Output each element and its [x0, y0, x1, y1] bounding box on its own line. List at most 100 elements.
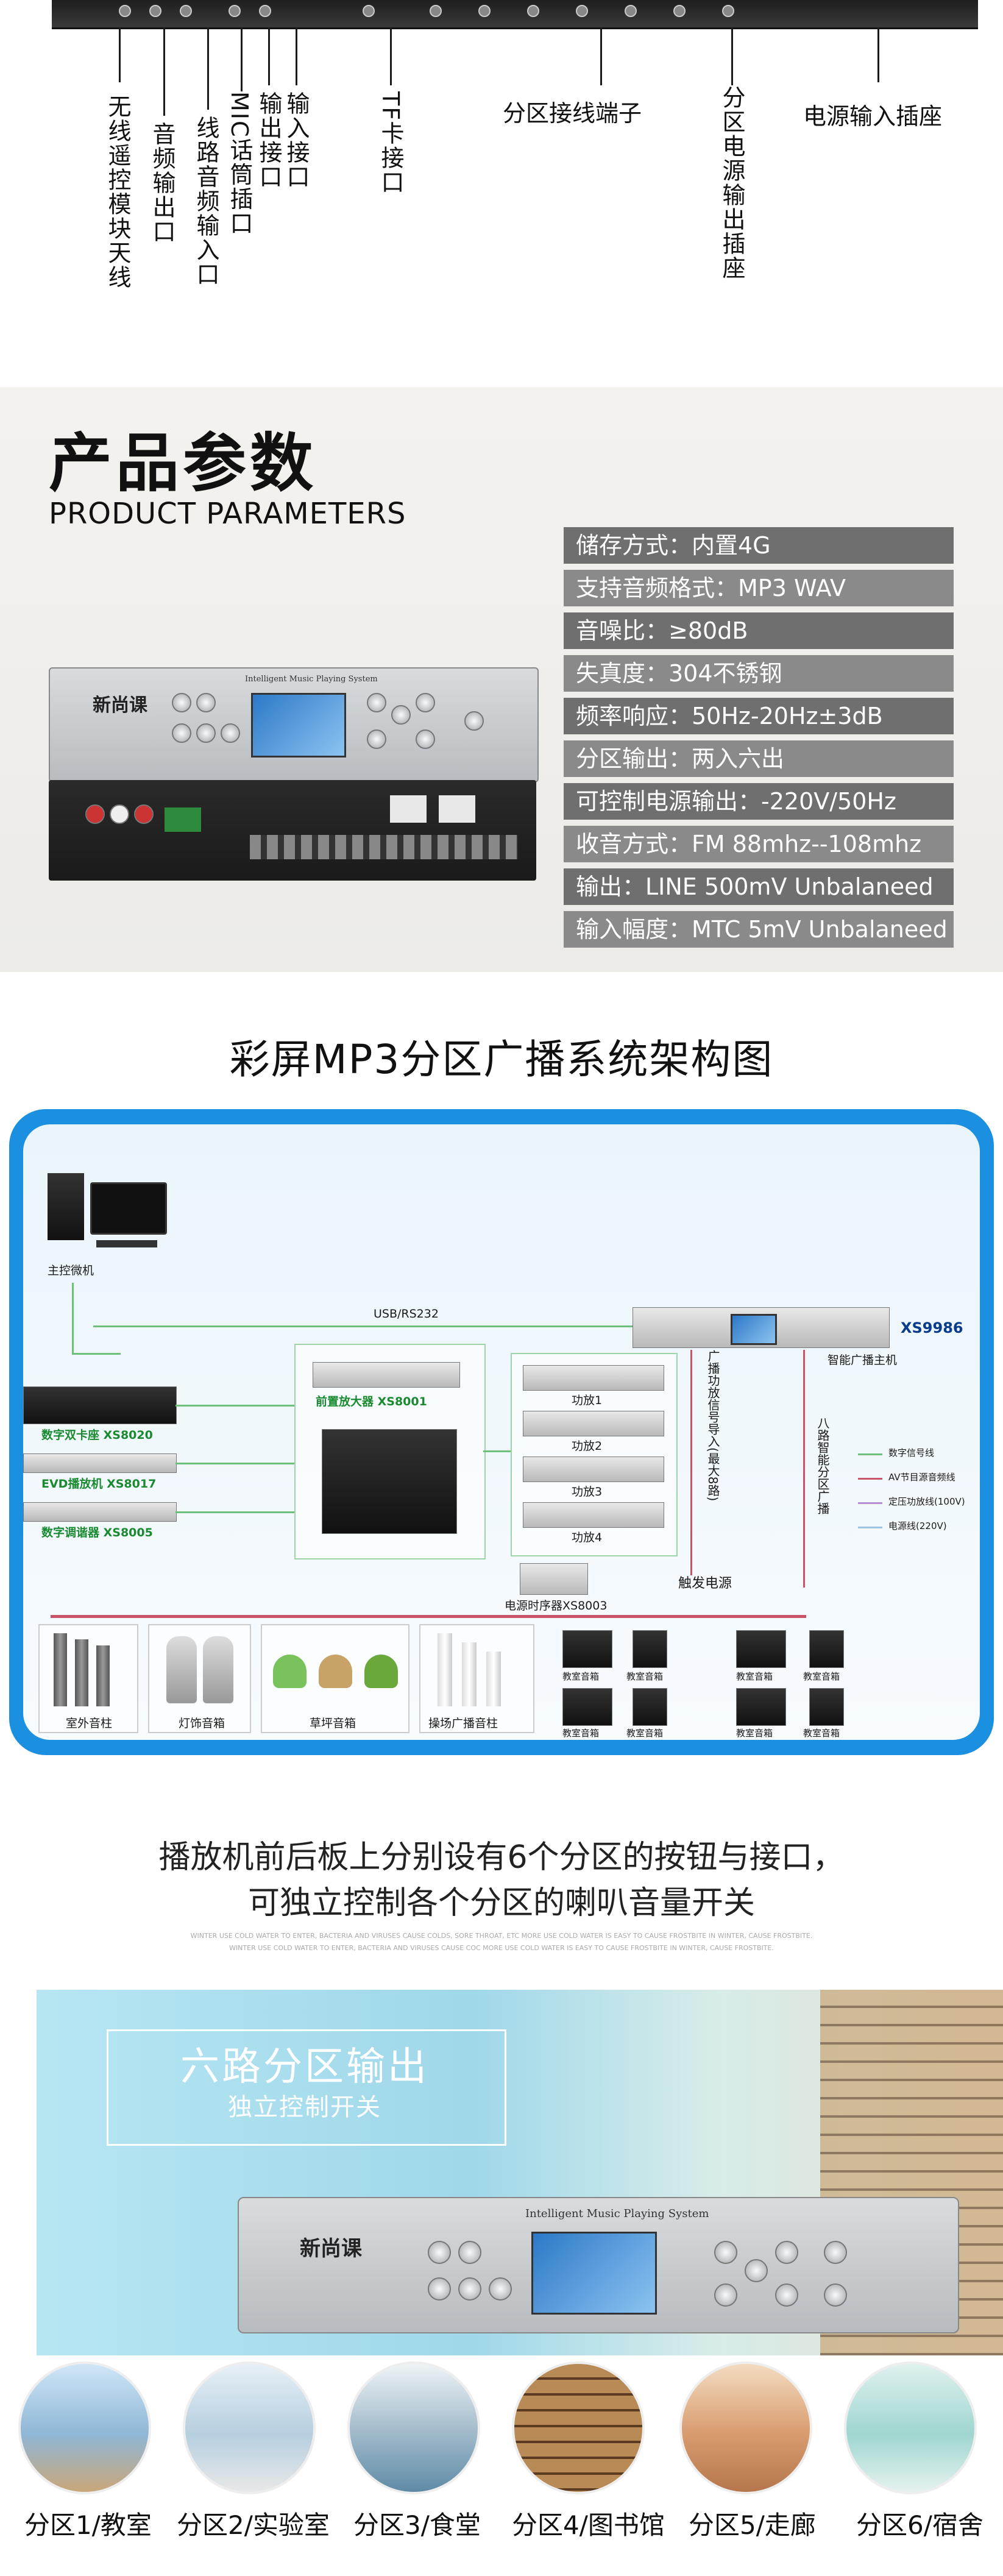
preamp-icon [313, 1362, 460, 1388]
zone-image-canteen [347, 2361, 480, 2494]
param-row: 收音方式：FM 88mhz--108mhz [564, 826, 954, 862]
classroom-speaker-icon [809, 1688, 844, 1726]
product-parameters-section: 产品参数 PRODUCT PARAMETERS 新尚课 Intelligent … [0, 387, 1003, 972]
callout-line [241, 27, 243, 91]
speaker-group-box [148, 1624, 251, 1733]
callout-line [268, 27, 270, 85]
rca-jack-icon [134, 804, 154, 824]
label-classroom-speaker: 教室音箱 [562, 1728, 600, 1739]
label-trigger-power: 触发电源 [678, 1576, 732, 1591]
zone-label: 分区1/教室 [24, 2510, 152, 2540]
rca-jack-icon [85, 804, 105, 824]
port-icon [625, 5, 637, 17]
connection-line [72, 1353, 121, 1355]
column-speaker-icon [486, 1652, 501, 1706]
knob-icon [416, 729, 435, 749]
knob-icon [416, 693, 435, 712]
section-title: 产品参数 [49, 426, 317, 500]
connection-line [690, 1350, 692, 1575]
knob-icon [172, 723, 191, 743]
banner-subtitle: 独立控制开关 [228, 2093, 381, 2121]
param-row: 可控制电源输出：-220V/50Hz [564, 783, 954, 820]
callout-line [163, 27, 165, 116]
lcd-screen [731, 1314, 777, 1345]
label-power-input: 电源输入插座 [803, 103, 943, 130]
legend-swatch [858, 1478, 882, 1480]
knob-icon [714, 2241, 737, 2264]
legend-swatch [858, 1453, 882, 1455]
connector-callout-section: 无线遥控模块天线 音频输出口 线路音频输入口 MIC话筒插口 输出接口 输入接口… [0, 0, 1003, 387]
param-row: 支持音频格式：MP3 WAV [564, 570, 954, 606]
label-speaker-type: 操场广播音柱 [428, 1717, 498, 1730]
label-main-unit-model: XS9986 [901, 1319, 963, 1336]
connection-line [93, 1325, 812, 1327]
label-classroom-speaker: 教室音箱 [626, 1671, 664, 1682]
architecture-diagram: 主控微机 USB/RS232 XS9986 智能广播主机 数字双卡座 XS802… [23, 1124, 980, 1740]
knob-icon [428, 2277, 451, 2301]
knob-icon [367, 729, 386, 749]
power-outlet-icon [439, 795, 475, 823]
label-mic-input: MIC话筒插口 [226, 91, 253, 236]
lawn-speaker-icon [319, 1655, 352, 1688]
knob-icon [775, 2283, 798, 2307]
callout-line [390, 27, 392, 85]
label-usb: USB/RS232 [374, 1307, 439, 1321]
zone-terminal-strip [250, 835, 518, 859]
port-icon [229, 5, 241, 17]
caption-line: 播放机前后板上分别设有6个分区的按钮与接口， [158, 1839, 845, 1876]
param-row: 音噪比：≥80dB [564, 612, 954, 649]
amp-icon [523, 1365, 664, 1391]
lawn-speaker-icon [364, 1655, 398, 1688]
zone-image-corridor [679, 2361, 812, 2494]
pc-tower-icon [48, 1173, 84, 1240]
label-line-input: 线路音频输入口 [193, 116, 219, 286]
section-title: 彩屏MP3分区广播系统架构图 [229, 1036, 774, 1083]
label-audio-output: 音频输出口 [149, 122, 175, 244]
lamp-speaker-icon [203, 1636, 233, 1703]
column-speaker-icon [96, 1645, 110, 1706]
knob-icon [172, 693, 191, 712]
classroom-speaker-icon [736, 1630, 786, 1668]
column-speaker-icon [438, 1633, 452, 1706]
legend-swatch [858, 1527, 882, 1528]
zone-image-classroom [18, 2361, 151, 2494]
banner-title: 六路分区输出 [180, 2045, 429, 2090]
label-classroom-speaker: 教室音箱 [626, 1728, 664, 1739]
zone-image-library [512, 2361, 645, 2494]
device-rear-panel [49, 780, 536, 881]
amp-icon [523, 1502, 664, 1528]
port-icon [430, 5, 442, 17]
label-tuner: 数字调谐器 XS8005 [41, 1526, 153, 1539]
classroom-speaker-icon [736, 1688, 786, 1726]
port-icon [673, 5, 686, 17]
callout-line [207, 27, 209, 110]
monitor-icon [90, 1182, 167, 1235]
label-classroom-speaker: 教室音箱 [736, 1671, 773, 1682]
knob-icon [775, 2241, 798, 2264]
tuner-icon [23, 1502, 177, 1522]
power-outlet-icon [390, 795, 427, 823]
knob-icon [428, 2241, 451, 2264]
connection-line [72, 1283, 74, 1353]
callout-line [119, 27, 121, 82]
amp-icon [523, 1411, 664, 1436]
terminal-block-icon [165, 807, 201, 832]
label-input-port: 输入接口 [283, 91, 310, 189]
power-sequencer-icon [520, 1563, 588, 1595]
label-classroom-speaker: 教室音箱 [803, 1728, 840, 1739]
amp-icon [523, 1457, 664, 1482]
zone-image-dormitory [844, 2361, 977, 2494]
label-signal-input: 广播功放信号导入(最大8路) [706, 1350, 720, 1502]
callout-line [600, 27, 602, 85]
port-icon [527, 5, 539, 17]
legend-swatch [858, 1502, 882, 1504]
lawn-speaker-icon [273, 1655, 307, 1688]
port-icon [722, 5, 734, 17]
port-icon [576, 5, 588, 17]
classroom-speaker-icon [562, 1630, 612, 1668]
rear-panel-strip [52, 0, 978, 29]
column-speaker-icon [54, 1633, 67, 1706]
classroom-speaker-icon [633, 1688, 667, 1726]
callout-line [731, 27, 733, 85]
callout-line [296, 27, 297, 85]
